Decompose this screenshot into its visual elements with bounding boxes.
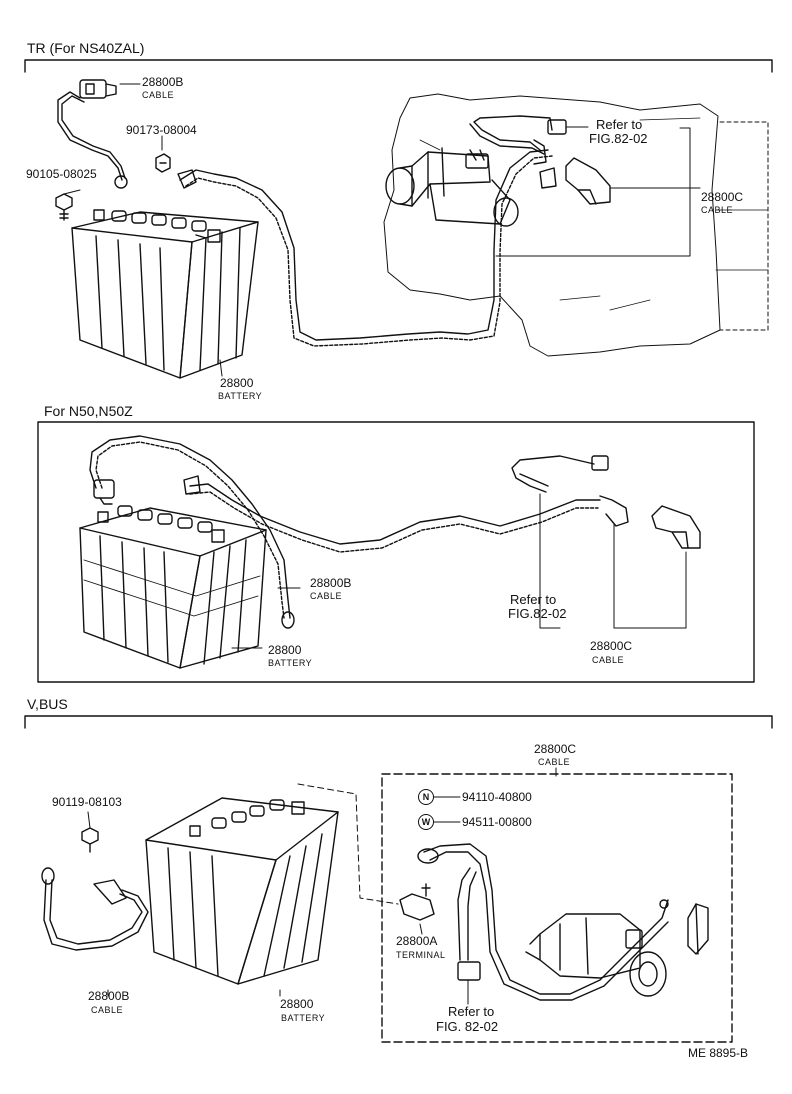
vbus-battery-name: BATTERY	[281, 1013, 326, 1023]
tr-bolt	[55, 193, 73, 221]
vbus-terminal-number: 28800A	[396, 934, 438, 948]
tr-lead-wire	[469, 115, 567, 189]
tr-battery	[71, 209, 259, 379]
section-frame-vbus	[24, 715, 773, 729]
vbus-cable-c-name: CABLE	[538, 757, 571, 767]
n50-refer-line2: FIG.82-02	[508, 606, 567, 621]
n50-cable-c-number: 28800C	[590, 639, 633, 653]
tr-refer-line1: Refer to	[596, 117, 643, 132]
section-frame-n50	[37, 421, 755, 683]
tr-cable-b-number: 28800B	[142, 75, 184, 89]
nut-symbol-icon: N	[418, 789, 434, 805]
tr-nut	[155, 153, 171, 173]
tr-battery-number: 28800	[220, 376, 254, 390]
vbus-terminal-name: TERMINAL	[396, 950, 446, 960]
vbus-cable-b-name: CABLE	[91, 1005, 124, 1015]
tr-cable-c-name: CABLE	[701, 205, 734, 215]
section-frame-tr	[24, 59, 773, 73]
section-header-n50: For N50,N50Z	[44, 403, 133, 419]
vbus-starter-motor	[525, 913, 667, 997]
section-header-tr: TR (For NS40ZAL)	[27, 40, 145, 56]
washer-symbol-icon: W	[418, 814, 434, 830]
tr-positive-cable	[177, 149, 553, 347]
tr-engine-block	[383, 93, 769, 357]
tr-battery-name: BATTERY	[218, 391, 263, 401]
section-header-vbus: V,BUS	[27, 696, 68, 712]
n50-battery	[79, 505, 267, 669]
vbus-cable-c-box	[297, 773, 733, 1043]
n50-leaders	[231, 493, 687, 649]
footer-figure-code: ME 8895-B	[688, 1046, 749, 1060]
vbus-refer-line1: Refer to	[448, 1004, 495, 1019]
vbus-nut-number: 94110-40800	[462, 790, 532, 804]
tr-leaders	[63, 83, 701, 377]
vbus-battery-number: 28800	[280, 997, 314, 1011]
n50-refer-line1: Refer to	[510, 592, 557, 607]
vbus-cable-c-number: 28800C	[534, 742, 577, 756]
n50-terminal-boot	[651, 505, 701, 549]
vbus-refer-line2: FIG. 82-02	[436, 1019, 499, 1034]
n50-lead-wire	[511, 455, 609, 493]
tr-cable-b	[57, 79, 128, 189]
tr-terminal-boot	[565, 157, 611, 205]
vbus-bolt	[81, 827, 99, 853]
vbus-leaders	[87, 767, 557, 1005]
vbus-cable-b-number: 28800B	[88, 989, 130, 1003]
vbus-battery	[145, 797, 339, 985]
vbus-cable-b	[41, 867, 149, 951]
n50-battery-number: 28800	[268, 643, 302, 657]
n50-cable-b-name: CABLE	[310, 591, 343, 601]
tr-starter-motor	[385, 147, 519, 227]
vbus-terminal-boot	[659, 899, 709, 955]
n50-cable-b-number: 28800B	[310, 576, 352, 590]
vbus-terminal	[399, 883, 435, 921]
n50-cable-c-name: CABLE	[592, 655, 625, 665]
tr-nut-number: 90173-08004	[126, 123, 197, 137]
vbus-cable-c	[417, 843, 669, 1001]
tr-refer-line2: FIG.82-02	[589, 131, 648, 146]
n50-cable-b	[89, 435, 295, 629]
tr-cable-b-name: CABLE	[142, 90, 175, 100]
tr-bolt-number: 90105-08025	[26, 167, 97, 181]
vbus-washer-number: 94511-00800	[462, 815, 532, 829]
n50-battery-name: BATTERY	[268, 658, 313, 668]
vbus-bolt-number: 90119-08103	[52, 795, 122, 809]
tr-cable-c-number: 28800C	[701, 190, 744, 204]
